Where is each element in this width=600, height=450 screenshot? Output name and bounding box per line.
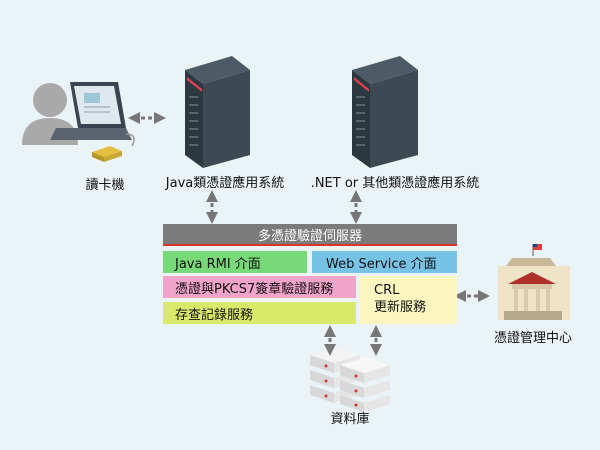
- server-title: 多憑證驗證伺服器: [163, 224, 457, 246]
- database-icon: [310, 347, 390, 412]
- log-service: 存查記錄服務: [163, 302, 356, 324]
- cert-center-label: 憑證管理中心: [493, 331, 572, 346]
- net-system-label: .NET or 其他類憑證應用系統: [310, 176, 480, 191]
- crl-update-service: CRL 更新服務: [360, 276, 457, 324]
- web-service-interface: Web Service 介面: [312, 251, 457, 273]
- java-system-label: Java類憑證應用系統: [165, 176, 285, 191]
- crl-line2: 更新服務: [374, 300, 427, 315]
- crl-line1: CRL: [374, 283, 400, 298]
- card-reader-icon: [92, 133, 135, 162]
- sign-verify-service: 憑證與PKCS7簽章驗證服務: [163, 276, 356, 298]
- java-rmi-interface: Java RMI 介面: [163, 251, 307, 273]
- card-reader-label: 讀卡機: [85, 178, 125, 193]
- net-server-icon: [352, 56, 418, 168]
- java-server-icon: [185, 56, 250, 168]
- database-label: 資料庫: [330, 412, 370, 427]
- user-with-laptop-icon: [22, 82, 132, 145]
- government-building-icon: [498, 244, 570, 320]
